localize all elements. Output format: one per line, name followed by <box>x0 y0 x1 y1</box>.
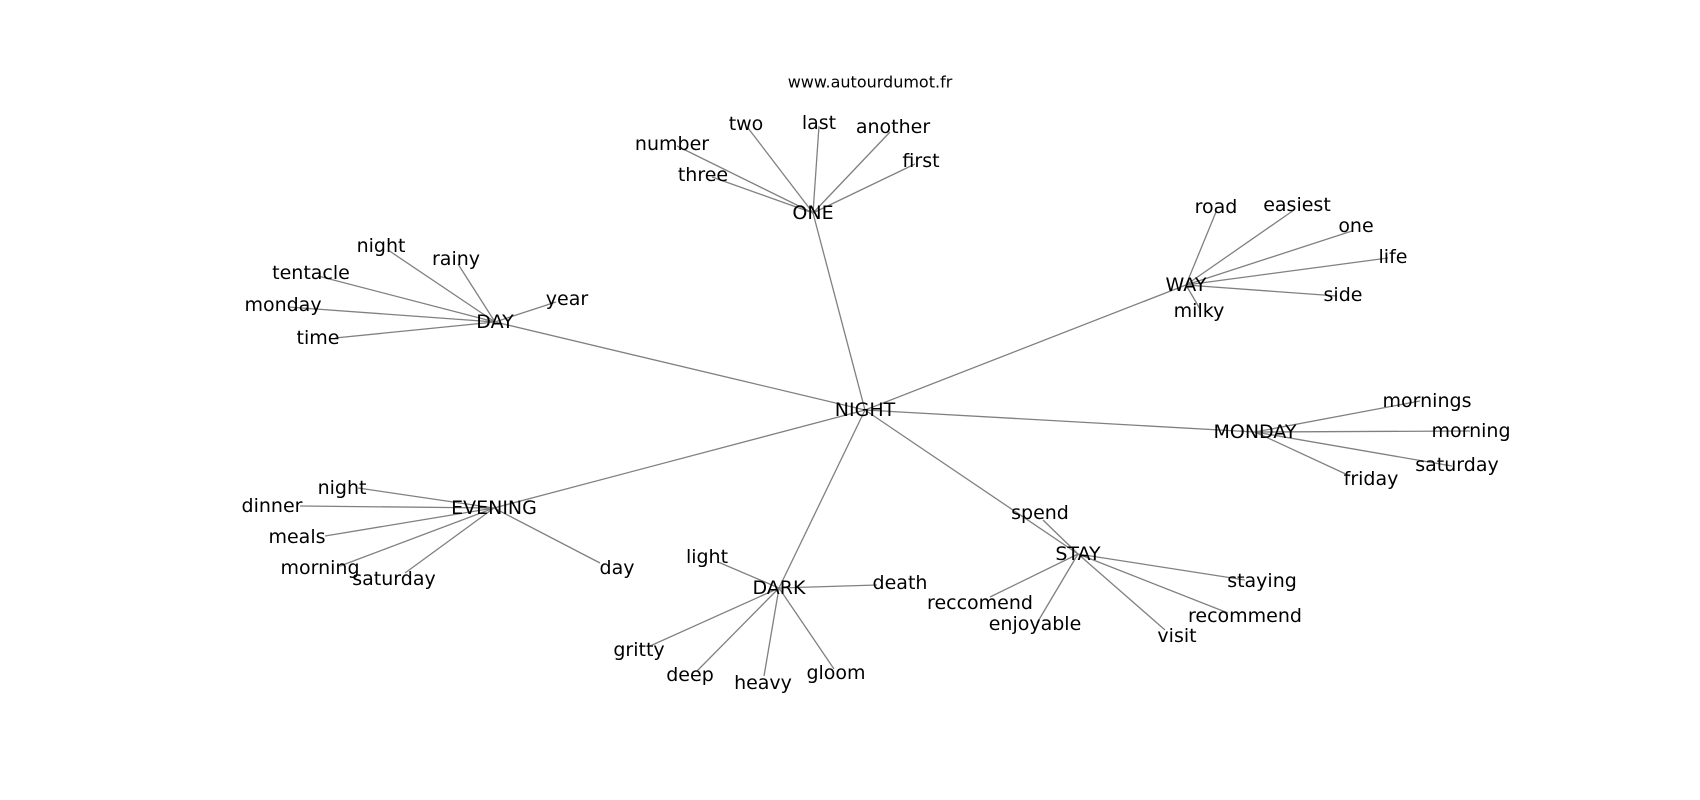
leaf-word: saturday <box>1415 454 1498 476</box>
leaf-word: dinner <box>242 495 303 517</box>
edge-one-three <box>711 176 814 214</box>
edge-stay-spend <box>1042 519 1079 555</box>
edge-day-year <box>494 301 557 323</box>
edge-one-two <box>747 127 814 214</box>
leaf-word: another <box>856 116 930 138</box>
leaf-word: last <box>802 112 836 134</box>
leaf-word: meals <box>268 526 325 548</box>
edge-one-another <box>812 131 891 214</box>
edge-night-evening <box>493 409 866 509</box>
hub-word-dark: DARK <box>753 577 806 599</box>
leaf-word: recommend <box>1188 605 1302 627</box>
edge-stay-visit <box>1077 553 1166 631</box>
leaf-word: enjoyable <box>989 613 1082 635</box>
leaf-word: light <box>686 546 728 568</box>
center-word: NIGHT <box>835 399 896 421</box>
edge-dark-gloom <box>778 587 835 670</box>
hub-word-stay: STAY <box>1055 543 1101 565</box>
leaf-word: one <box>1338 215 1373 237</box>
edge-day-night <box>387 249 496 323</box>
leaf-word: number <box>635 133 709 155</box>
source-url: www.autourdumot.fr <box>788 73 953 92</box>
edge-stay-staying <box>1077 553 1246 581</box>
edge-day-tentacle <box>317 275 496 323</box>
edge-dark-death <box>778 584 878 589</box>
edge-stay-enjoyable <box>1036 553 1079 624</box>
leaf-word: first <box>902 150 939 172</box>
edge-evening-meals <box>324 507 495 537</box>
leaf-word: night <box>318 477 367 499</box>
leaf-word: morning <box>1431 420 1510 442</box>
leaf-word: gloom <box>806 662 865 684</box>
edge-stay-reccomend <box>989 553 1079 598</box>
leaf-word: reccomend <box>927 592 1033 614</box>
edge-night-stay <box>864 409 1079 555</box>
edge-monday-morning <box>1254 430 1471 433</box>
leaf-word: visit <box>1157 625 1196 647</box>
hub-word-one: ONE <box>792 202 833 224</box>
edge-day-rainy <box>457 263 496 323</box>
leaf-word: year <box>546 288 589 310</box>
edge-evening-dinner <box>299 505 495 509</box>
edge-way-life <box>1185 257 1389 286</box>
edge-evening-morning <box>339 507 495 567</box>
hub-word-way: WAY <box>1166 274 1207 296</box>
leaf-word: rainy <box>432 248 480 270</box>
edge-layer <box>287 125 1471 677</box>
edge-one-number <box>676 145 814 214</box>
leaf-word: two <box>729 113 764 135</box>
edge-monday-friday <box>1254 431 1351 477</box>
leaf-word: tentacle <box>272 262 350 284</box>
edge-way-milky <box>1185 284 1201 310</box>
edge-way-side <box>1185 284 1338 297</box>
leaf-word: morning <box>280 557 359 579</box>
leaf-word: friday <box>1344 468 1399 490</box>
leaf-word: monday <box>244 294 321 316</box>
leaf-word: night <box>357 235 406 257</box>
hub-word-monday: MONDAY <box>1214 421 1297 443</box>
hub-word-day: DAY <box>476 311 514 333</box>
leaf-word: easiest <box>1263 194 1331 216</box>
edge-one-last <box>812 125 820 214</box>
edge-night-monday <box>864 409 1256 433</box>
edge-way-road <box>1185 211 1217 286</box>
edge-evening-night <box>357 487 495 509</box>
leaf-word: deep <box>666 664 714 686</box>
edge-dark-deep <box>696 587 780 672</box>
leaf-word: gritty <box>613 639 664 661</box>
leaf-word: staying <box>1227 570 1297 592</box>
label-layer: www.autourdumot.fr NIGHT ONE two last an… <box>242 73 1511 695</box>
leaf-word: milky <box>1174 300 1225 322</box>
edge-dark-heavy <box>763 587 780 677</box>
edge-night-dark <box>778 409 866 589</box>
leaf-word: three <box>678 164 728 186</box>
edge-evening-saturday <box>404 507 495 574</box>
edge-one-first <box>812 163 916 214</box>
leaf-word: time <box>297 327 340 349</box>
edge-night-day <box>494 321 866 411</box>
edge-day-monday <box>287 306 496 323</box>
edge-way-one <box>1185 230 1353 286</box>
edge-monday-saturday <box>1254 431 1453 467</box>
leaf-word: day <box>600 557 635 579</box>
leaf-word: life <box>1379 246 1408 268</box>
leaf-word: road <box>1195 196 1238 218</box>
leaf-word: heavy <box>734 672 792 694</box>
edge-monday-mornings <box>1254 400 1421 433</box>
leaf-word: mornings <box>1383 390 1472 412</box>
edge-dark-gritty <box>649 587 780 647</box>
edge-night-way <box>864 284 1187 411</box>
hub-word-evening: EVENING <box>451 497 537 519</box>
edge-evening-day <box>493 507 601 564</box>
leaf-word: death <box>873 572 928 594</box>
edge-stay-recommend <box>1077 553 1229 614</box>
edge-night-one <box>812 212 866 411</box>
edge-dark-light <box>717 561 780 589</box>
edge-way-easiest <box>1185 209 1295 286</box>
leaf-word: saturday <box>352 568 435 590</box>
leaf-word: spend <box>1011 502 1069 524</box>
edge-day-time <box>334 321 496 339</box>
leaf-word: side <box>1324 284 1363 306</box>
